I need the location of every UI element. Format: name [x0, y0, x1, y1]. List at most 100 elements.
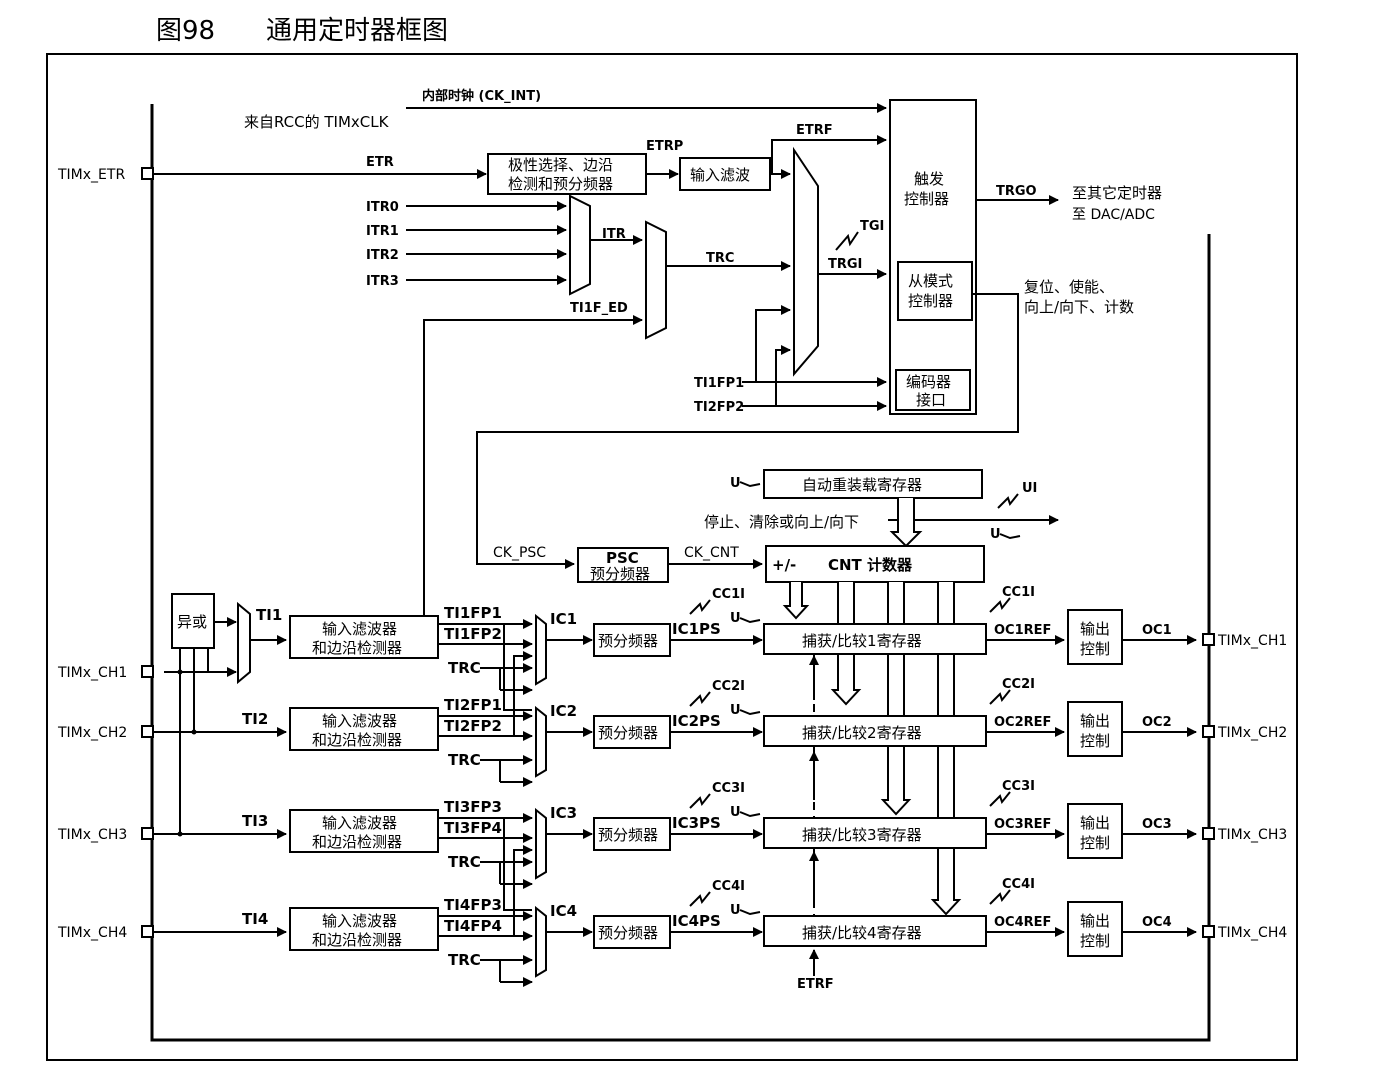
cci-out-label: CC3I: [1002, 779, 1035, 794]
svg-text:输出: 输出: [1080, 912, 1110, 930]
etr-pin: [141, 167, 154, 180]
svg-text:和边沿检测器: 和边沿检测器: [312, 833, 402, 851]
svg-text:接口: 接口: [916, 391, 946, 409]
ic-mux: [535, 807, 547, 880]
ch-input-label: TIMx_CH1: [57, 665, 127, 681]
svg-text:PSC: PSC: [606, 549, 639, 567]
svg-text:捕获/比较2寄存器: 捕获/比较2寄存器: [802, 724, 922, 742]
prescaler: [593, 817, 671, 851]
figure-number: 图98: [156, 16, 216, 46]
fp-a-label: TI3FP3: [444, 798, 502, 816]
svg-text:编码器: 编码器: [906, 373, 951, 391]
ocref-label: OC2REF: [994, 715, 1051, 730]
input-filter-edge: [289, 907, 439, 951]
trc-label: TRC: [448, 951, 481, 969]
fp-b-label: TI4FP4: [444, 917, 502, 935]
output-control: [1067, 701, 1123, 757]
svg-text:控制: 控制: [1080, 834, 1110, 852]
ch-input-pin: [141, 925, 154, 938]
svg-text:预分频器: 预分频器: [598, 632, 658, 650]
trigger-mux: [793, 146, 819, 377]
svg-text:捕获/比较3寄存器: 捕获/比较3寄存器: [802, 826, 922, 844]
output-control: [1067, 803, 1123, 859]
icps-label: IC1PS: [672, 620, 721, 638]
svg-text:预分频器: 预分频器: [598, 826, 658, 844]
svg-text:ITR1: ITR1: [366, 224, 399, 239]
svg-text:控制器: 控制器: [904, 190, 949, 208]
ti1-mux: [237, 601, 251, 685]
svg-text:ITR0: ITR0: [366, 200, 399, 215]
prescaler: [593, 715, 671, 749]
itr-inputs: ITR0 ITR1 ITR2 ITR3: [366, 200, 567, 289]
trc-label: TRC: [448, 853, 481, 871]
icps-label: IC3PS: [672, 814, 721, 832]
cci-label: CC2I: [712, 679, 745, 694]
svg-text:输出: 输出: [1080, 712, 1110, 730]
svg-text:从模式: 从模式: [908, 272, 953, 290]
svg-text:输入滤波器: 输入滤波器: [322, 712, 397, 730]
etrf-label: ETRF: [796, 123, 833, 138]
svg-text:异或: 异或: [177, 613, 207, 631]
trc-label: TRC: [706, 251, 734, 266]
ch-input-label: TIMx_CH4: [57, 925, 127, 941]
fp-b-label: TI3FP4: [444, 819, 502, 837]
svg-text:自动重装载寄存器: 自动重装载寄存器: [802, 476, 922, 494]
xor-block: 异或: [171, 593, 215, 649]
trgi-label: TRGI: [828, 257, 862, 272]
autoreload-register: 自动重装载寄存器: [763, 469, 983, 499]
timer-boundary: [150, 104, 1211, 1042]
itr-mux: [569, 194, 591, 296]
capture-compare-register: [763, 715, 987, 747]
tgi-label: TGI: [860, 219, 884, 234]
to-dac-label: 至 DAC/ADC: [1072, 207, 1155, 223]
ti1f-ed-label: TI1F_ED: [570, 301, 628, 316]
svg-text:检测和预分频器: 检测和预分频器: [508, 175, 613, 193]
fp-a-label: TI4FP3: [444, 896, 502, 914]
ch-output-pin: [1202, 725, 1215, 738]
etr-pin-label: TIMx_ETR: [57, 167, 125, 183]
oc-label: OC1: [1142, 623, 1172, 638]
cci-label: CC3I: [712, 781, 745, 796]
svg-text:ITR3: ITR3: [366, 274, 399, 289]
oc-label: OC2: [1142, 715, 1172, 730]
svg-text:输出: 输出: [1080, 620, 1110, 638]
svg-text:预分频器: 预分频器: [590, 565, 650, 583]
u-arr-label: U: [730, 476, 741, 491]
cci-label: CC1I: [712, 587, 745, 602]
ck-psc-label: CK_PSC: [493, 545, 546, 561]
clock-inputs: 内部时钟 (CK_INT) 来自RCC的 TIMxCLK: [244, 88, 887, 131]
reset-enable-label: 复位、使能、: [1024, 278, 1114, 296]
svg-text:和边沿检测器: 和边沿检测器: [312, 931, 402, 949]
trc-label: TRC: [448, 751, 481, 769]
ti1fp1-label: TI1FP1: [694, 376, 744, 391]
input-filter-edge: [289, 615, 439, 659]
etrp-label: ETRP: [646, 139, 683, 154]
ic-mux: [535, 705, 547, 778]
svg-text:输入滤波器: 输入滤波器: [322, 620, 397, 638]
etr-label: ETR: [366, 155, 394, 170]
trgo-label: TRGO: [996, 184, 1037, 199]
ic-mux: [535, 905, 547, 978]
svg-text:输入滤波器: 输入滤波器: [322, 912, 397, 930]
stop-clear-label: 停止、清除或向上/向下: [704, 513, 859, 531]
ch-output-pin: [1202, 633, 1215, 646]
ocref-label: OC1REF: [994, 623, 1051, 638]
ch-input-pin: [141, 725, 154, 738]
svg-text:控制: 控制: [1080, 932, 1110, 950]
prescaler: [593, 915, 671, 949]
ti-label: TI1: [256, 606, 282, 624]
cci-label: CC4I: [712, 879, 745, 894]
input-filter-edge: [289, 707, 439, 751]
svg-text:控制: 控制: [1080, 732, 1110, 750]
ch-output-label: TIMx_CH1: [1217, 633, 1287, 649]
slave-controller: 从模式 控制器: [897, 261, 973, 321]
psc-block: PSC 预分频器: [577, 547, 669, 583]
ic-label: IC1: [550, 610, 577, 628]
channel-row-1: TIMx_CH1TI1输入滤波器和边沿检测器TI1FP1TI1FP2TRCIC1…: [57, 585, 1287, 695]
figure-frame: [46, 53, 1298, 1061]
icps-label: IC4PS: [672, 912, 721, 930]
